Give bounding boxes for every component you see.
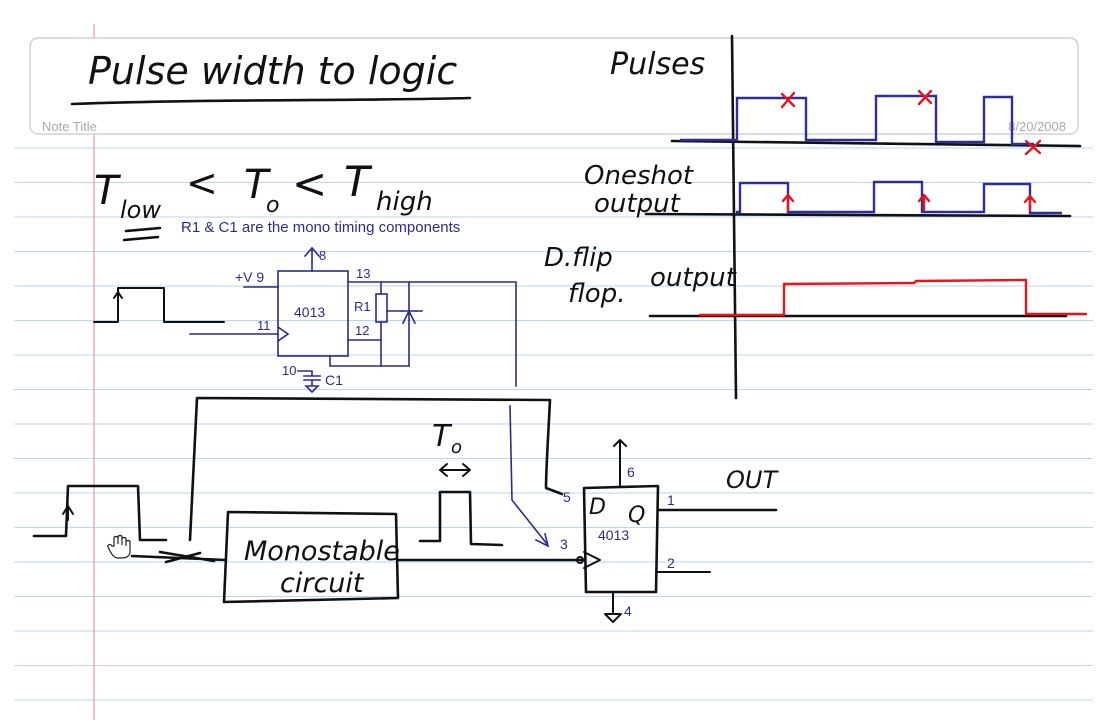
clock-triangle (583, 551, 601, 569)
hand-cursor-icon (107, 534, 131, 559)
clock-arrow-3 (1023, 194, 1037, 212)
dff-output-waveform (698, 278, 1088, 317)
pin2-number: 2 (667, 555, 675, 571)
monostable-block (222, 510, 400, 604)
note-title-placeholder[interactable]: Note Title (42, 119, 97, 134)
mono-input-wire (130, 550, 228, 564)
t-low-symbol: T (94, 168, 122, 214)
ruled-lines (14, 147, 1093, 701)
pin11-number: 11 (257, 318, 271, 333)
clock-inversion (576, 556, 584, 564)
input-rising-arrow (62, 505, 74, 521)
to-pulse (418, 490, 504, 547)
c1-label: C1 (325, 372, 343, 388)
dff-label-line3: output (650, 263, 737, 293)
out-label: OUT (726, 466, 779, 494)
dff-label-line2: flop. (568, 279, 625, 309)
clock-edge-arrows (781, 193, 1037, 212)
input-pulse (32, 484, 168, 542)
diode (401, 281, 417, 367)
pulses-label: Pulses (610, 47, 705, 82)
pin3-number: 3 (560, 536, 568, 552)
pin1-number: 1 (667, 492, 675, 508)
title-box[interactable] (29, 37, 1079, 135)
monostable-label-line2: circuit (280, 568, 365, 599)
pin13-number: 13 (356, 266, 370, 281)
resistor-r1 (375, 293, 388, 323)
to-label: T (432, 419, 453, 454)
heading-underline (70, 96, 472, 106)
t-o-symbol: T (244, 162, 272, 208)
note-date: 8/20/2008 (1008, 119, 1066, 134)
schematic-input-pulse (93, 287, 225, 323)
sample-mark-2 (917, 89, 933, 106)
r1-label: R1 (354, 299, 371, 314)
clock-arrow-1 (781, 193, 795, 212)
d-input-label: D (589, 495, 606, 520)
pin8-rail (303, 246, 321, 272)
note-heading: Pulse width to logic (88, 49, 457, 93)
pin5-number: 5 (563, 489, 571, 505)
less-than-1: < (186, 161, 218, 205)
dff-label-line1: D.flip (544, 243, 613, 273)
t-high-symbol: T (344, 157, 373, 206)
timing-chart: Pulses Oneshot output D.flip flop. outpu… (544, 34, 1088, 400)
pin4-ground (604, 591, 622, 623)
pin12-number: 12 (355, 323, 369, 338)
feedback-wire (188, 396, 564, 542)
timing-divider (730, 34, 738, 400)
monostable-label-line1: Monostable (244, 536, 400, 567)
block-diagram: Monostable circuit T o 4013 D Q 5 3 6 1 … (32, 396, 779, 623)
pin6-rail (613, 439, 627, 487)
schematic-4013-mono: R1 & C1 are the mono timing components 4… (93, 219, 517, 394)
t-o-subscript: o (266, 193, 279, 218)
pin8-number: 8 (319, 248, 326, 263)
ic-4013-upper-label: 4013 (294, 304, 325, 320)
ic-4013-lower-label: 4013 (598, 527, 629, 543)
less-than-2: < (292, 159, 327, 208)
vplus-label: +V 9 (235, 269, 264, 285)
schematic-input-edge (113, 291, 123, 303)
q-output-label: Q (628, 503, 645, 528)
to-subscript: o (451, 437, 462, 458)
pin6-number: 6 (627, 464, 635, 480)
pin3-signal (509, 405, 550, 548)
capacitor-c1 (297, 370, 321, 394)
schematic-caption: R1 & C1 are the mono timing components (181, 219, 460, 236)
pin11-clock-input (189, 325, 290, 343)
t-high-subscript: high (376, 187, 433, 217)
ic-4013-upper (277, 270, 349, 357)
double-underline (122, 226, 162, 242)
pin13-wire (347, 281, 517, 387)
oneshot-label-line1: Oneshot (584, 161, 694, 191)
t-low-subscript: low (120, 196, 161, 224)
sample-markers (780, 89, 1042, 156)
pulses-waveform (680, 94, 1034, 146)
to-width-arrow (439, 463, 471, 477)
title-area[interactable]: Note Title 8/20/2008 (29, 37, 1079, 135)
sample-mark-1 (780, 91, 796, 109)
pin4-number: 4 (624, 603, 632, 619)
ic-4013-lower (582, 484, 660, 594)
oneshot-baseline (644, 212, 1072, 218)
oneshot-waveform (736, 180, 1062, 215)
timing-node-wire (329, 355, 410, 367)
clock-arrow-2 (917, 193, 931, 212)
timing-condition: T low < T o < T high (94, 157, 433, 242)
pin10-number: 10 (282, 363, 296, 378)
sample-mark-3 (1024, 139, 1042, 156)
